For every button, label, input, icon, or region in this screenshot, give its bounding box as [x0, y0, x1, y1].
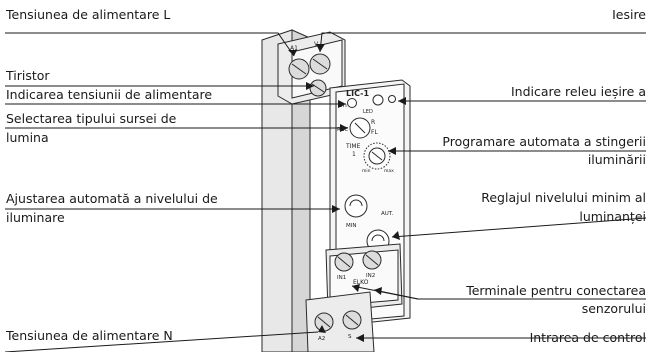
- device-model: LIC-1: [346, 89, 369, 98]
- led-relay: [372, 94, 384, 106]
- label-auto-prog-1: Programare automata a stingerii: [442, 134, 646, 149]
- device-max-small: max: [384, 169, 394, 174]
- led-relay-2: [388, 95, 396, 103]
- label-auto-level-2: iluminare: [6, 210, 65, 225]
- device-time-label: TIME: [345, 143, 361, 150]
- device-brand: ELKO: [353, 279, 369, 286]
- label-tiristor: Tiristor: [6, 68, 50, 83]
- led-un: [347, 98, 357, 108]
- label-auto-level-1: Ajustarea automată a nivelului de: [6, 191, 218, 206]
- terminal-a1-label: A1: [290, 45, 298, 52]
- device-fl-label: FL: [371, 129, 378, 136]
- label-relay-indication: Indicare releu ieșire a: [510, 84, 646, 99]
- device-r-label: R: [371, 119, 375, 126]
- bottom-terminal-block: [305, 291, 375, 352]
- label-min-level-2: luminanței: [579, 209, 646, 224]
- label-output: Iesire: [612, 7, 646, 22]
- label-sensor-terminals-1: Terminale pentru conectarea: [466, 283, 646, 298]
- din-rail-body: [261, 29, 293, 352]
- device-min-small: min: [362, 168, 371, 174]
- label-auto-prog-2: iluminării: [587, 152, 646, 167]
- leader-output: [319, 32, 646, 53]
- leader-supply-n: [4, 331, 319, 352]
- label-source-select-1: Selectarea tipului sursei de: [6, 111, 177, 126]
- device-min-label: MIN: [346, 223, 356, 229]
- label-supply-n: Tensiunea de alimentare N: [6, 328, 173, 343]
- label-supply-l: Tensiunea de alimentare L: [6, 7, 171, 22]
- aut-knob: [344, 194, 368, 218]
- din-rail-side: [291, 29, 311, 352]
- terminal-a2-label: A2: [318, 336, 325, 342]
- terminal-in1-label: IN1: [337, 275, 346, 281]
- label-source-select-2: lumina: [6, 130, 49, 145]
- leader-supply-l: [5, 32, 295, 57]
- device-aut-label: AUT.: [381, 211, 393, 217]
- time-dial-scale: [363, 142, 391, 170]
- terminal-s-label: S: [348, 334, 352, 340]
- label-control-input: Intrarea de control: [529, 330, 646, 345]
- label-supply-indication: Indicarea tensiunii de alimentare: [6, 87, 213, 102]
- leader-min-level: [391, 217, 647, 238]
- device-led-label: LED: [363, 109, 373, 115]
- device-time-one: 1: [352, 151, 356, 158]
- label-sensor-terminals-2: senzorului: [581, 301, 646, 316]
- label-min-level-1: Reglajul nivelului minim al: [481, 190, 646, 205]
- terminal-in2-label: IN2: [366, 273, 375, 279]
